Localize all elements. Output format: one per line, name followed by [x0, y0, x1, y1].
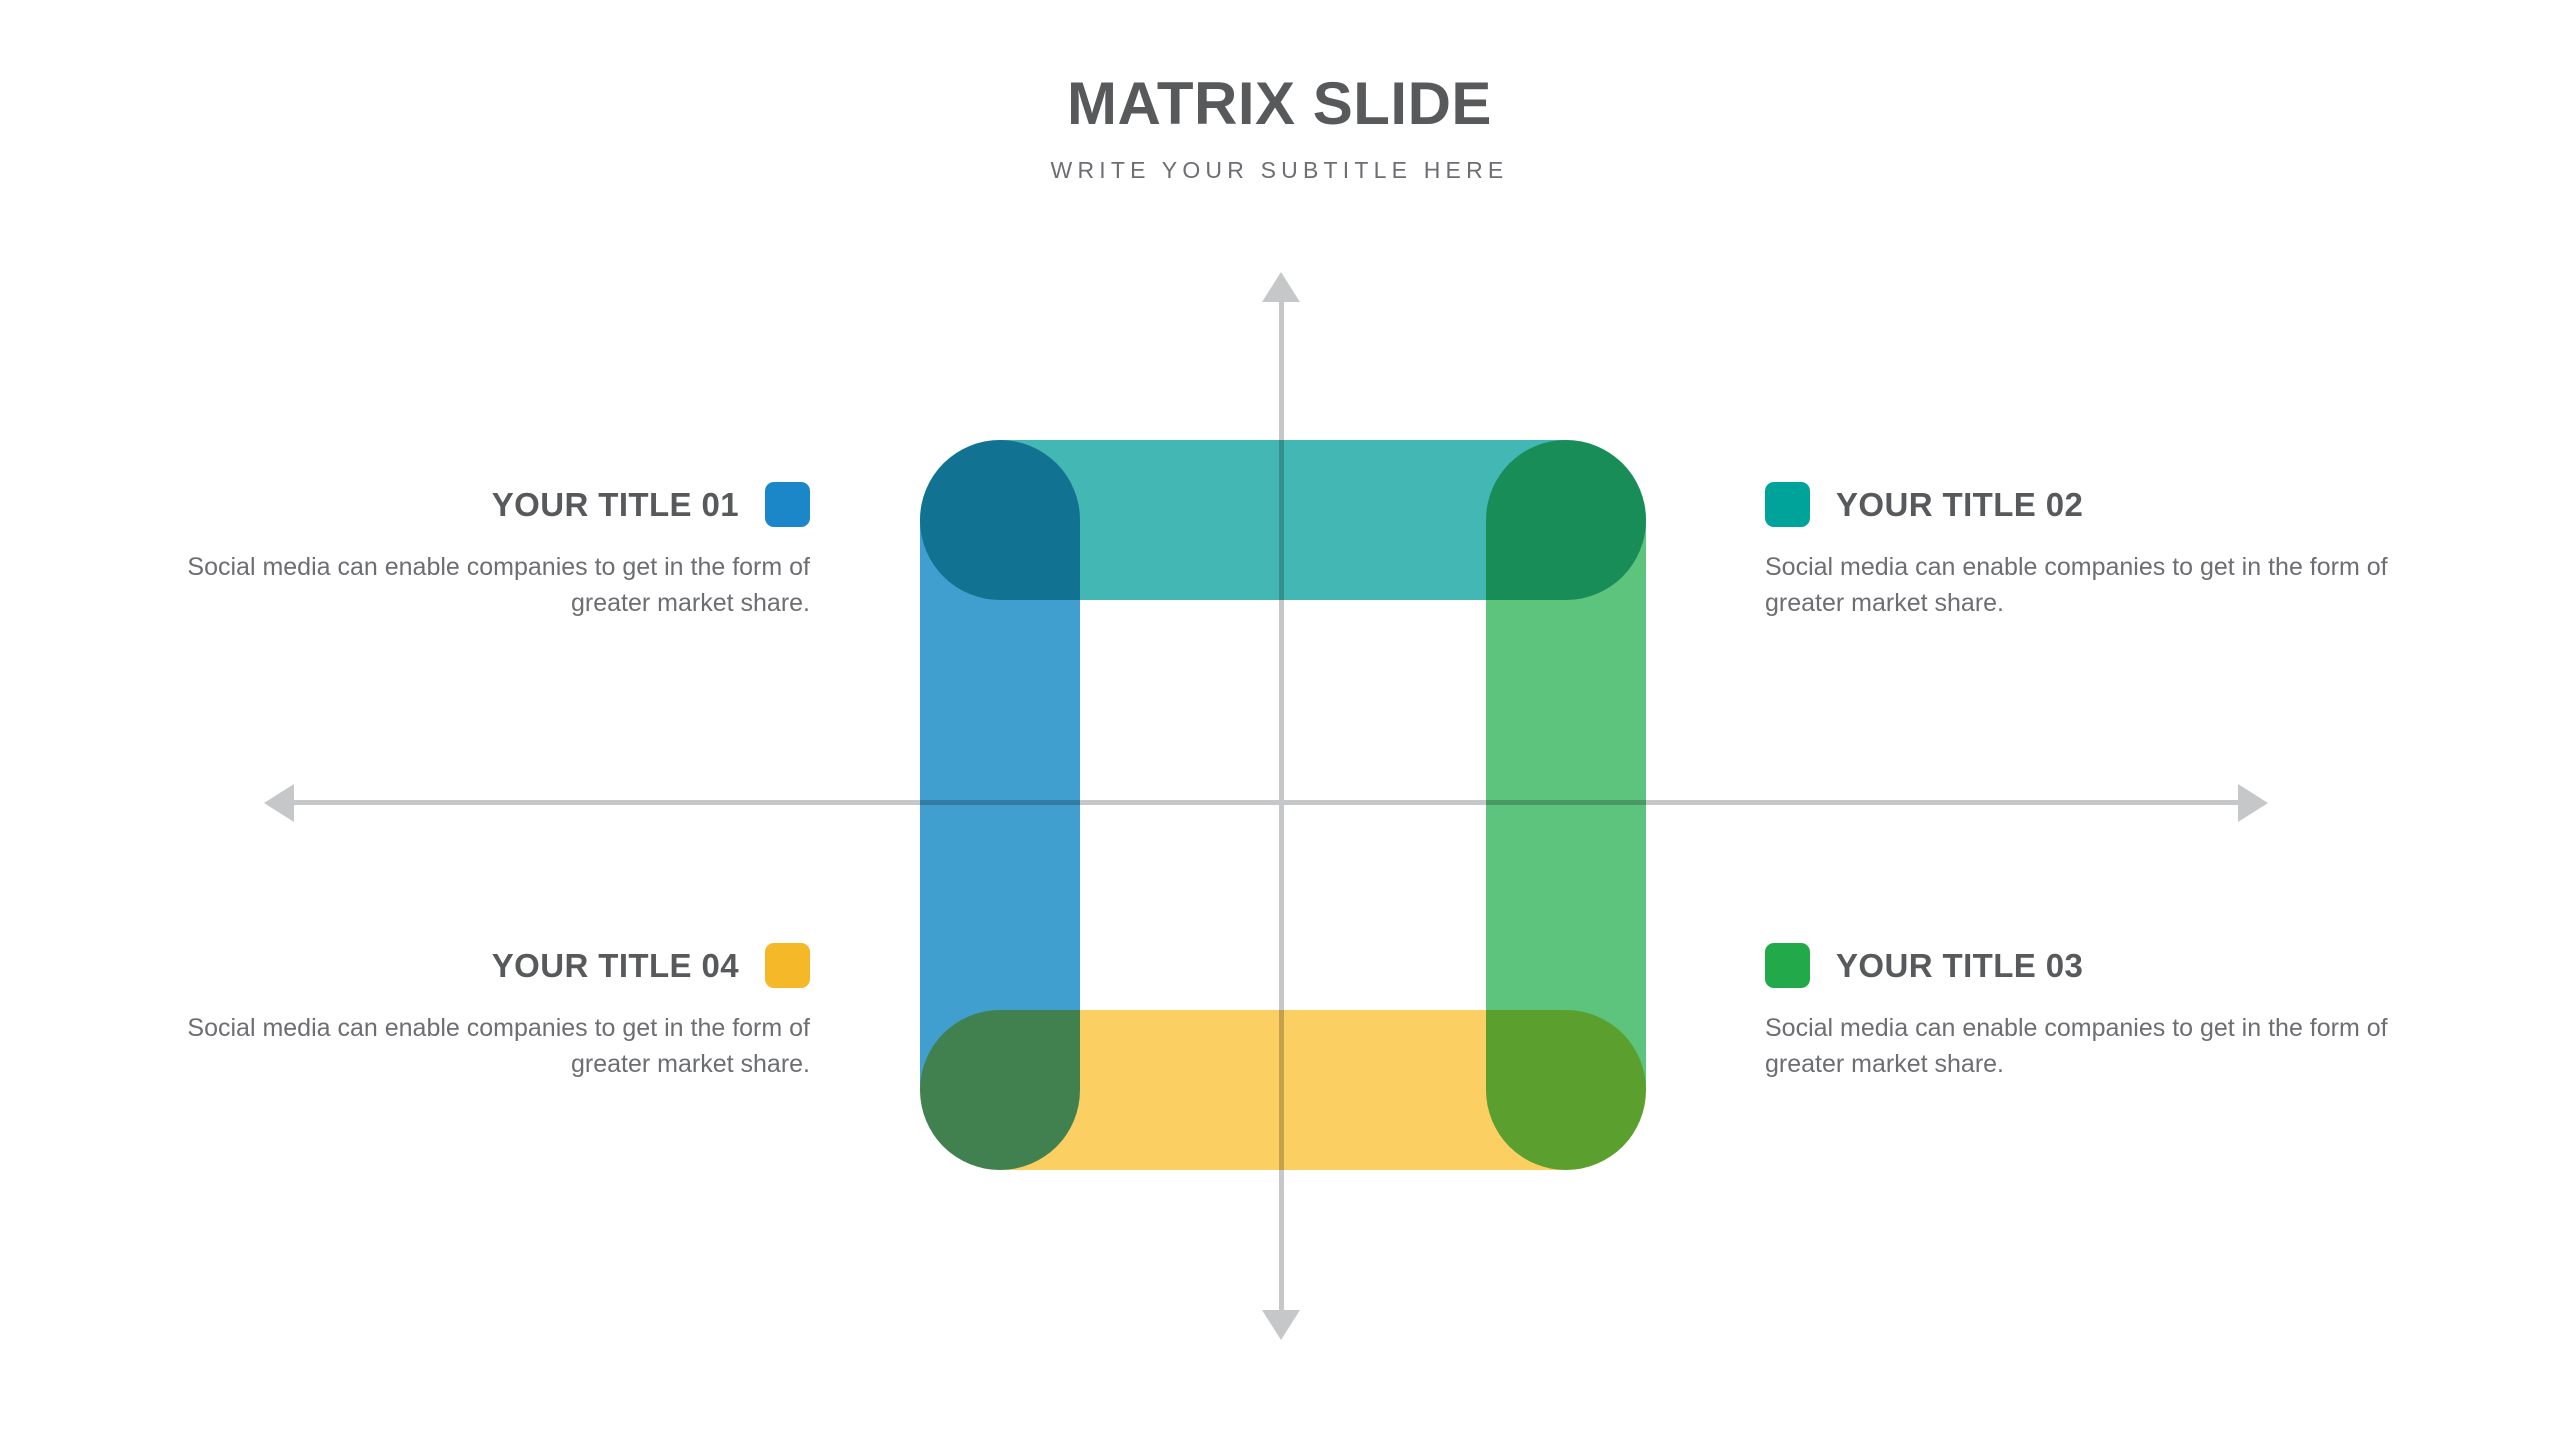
quadrant-01-swatch-icon — [765, 482, 810, 527]
quadrant-02-title: YOUR TITLE 02 — [1836, 485, 2084, 523]
quadrant-04-title: YOUR TITLE 04 — [491, 946, 739, 984]
matrix-bar-bottom — [920, 1010, 1646, 1170]
arrow-up-icon — [1262, 272, 1300, 302]
quadrant-04-body: Social media can enable companies to get… — [187, 1014, 810, 1078]
quadrant-04-swatch-icon — [765, 943, 810, 988]
slide-header: MATRIX SLIDE WRITE YOUR SUBTITLE HERE — [0, 72, 2559, 184]
arrow-down-icon — [1262, 1310, 1300, 1340]
quadrant-03-swatch-icon — [1765, 943, 1810, 988]
quadrant-01-body: Social media can enable companies to get… — [187, 553, 810, 617]
page-title: MATRIX SLIDE — [1067, 70, 1492, 137]
page-subtitle: WRITE YOUR SUBTITLE HERE — [1050, 157, 1509, 183]
matrix-diagram — [920, 440, 1646, 1170]
quadrant-04-head: YOUR TITLE 04 — [110, 943, 810, 988]
quadrant-02: YOUR TITLE 02 Social media can enable co… — [1765, 482, 2465, 621]
arrow-right-icon — [2238, 784, 2268, 822]
quadrant-03-body: Social media can enable companies to get… — [1765, 1014, 2388, 1078]
quadrant-02-body: Social media can enable companies to get… — [1765, 553, 2388, 617]
quadrant-01-title: YOUR TITLE 01 — [491, 485, 739, 523]
quadrant-02-head: YOUR TITLE 02 — [1765, 482, 2465, 527]
quadrant-03-title: YOUR TITLE 03 — [1836, 946, 2084, 984]
quadrant-03: YOUR TITLE 03 Social media can enable co… — [1765, 943, 2465, 1082]
quadrant-01: YOUR TITLE 01 Social media can enable co… — [110, 482, 810, 621]
quadrant-04: YOUR TITLE 04 Social media can enable co… — [110, 943, 810, 1082]
arrow-left-icon — [264, 784, 294, 822]
quadrant-01-head: YOUR TITLE 01 — [110, 482, 810, 527]
quadrant-03-head: YOUR TITLE 03 — [1765, 943, 2465, 988]
matrix-bar-top — [920, 440, 1646, 600]
quadrant-02-swatch-icon — [1765, 482, 1810, 527]
